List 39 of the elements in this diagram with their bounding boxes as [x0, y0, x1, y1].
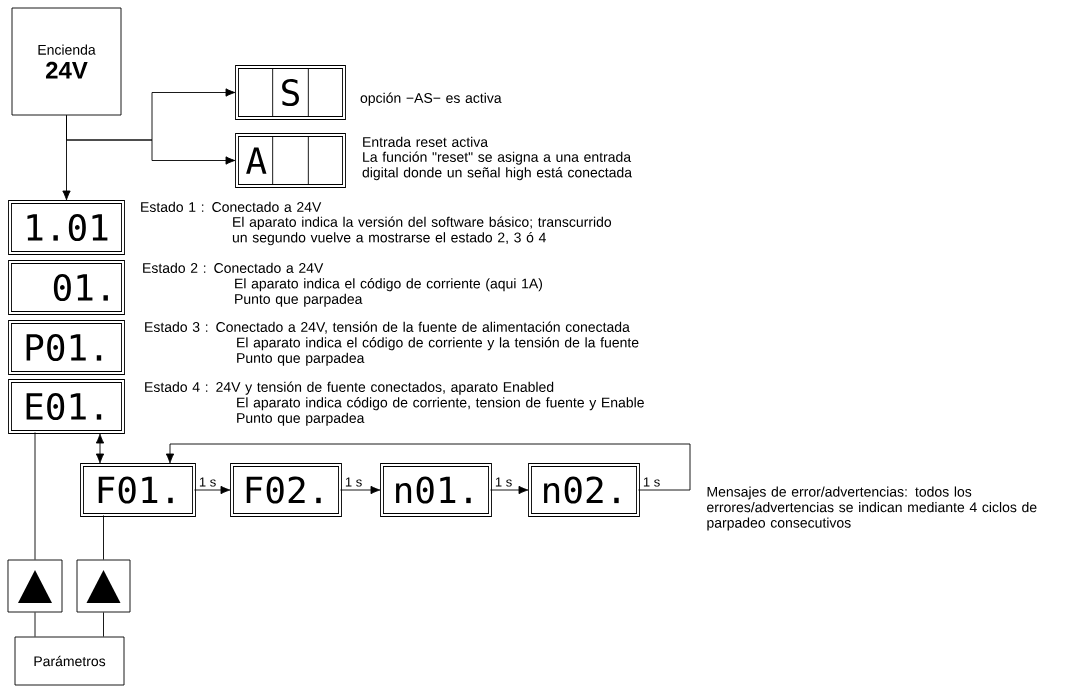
description-text: El aparato indica el código de corriente (aqui 1A): [235, 278, 542, 292]
description-text: Punto que parpadea: [237, 352, 365, 366]
up-button: [76, 559, 131, 613]
description-text: Estado 1 : Conectado a 24V: [141, 201, 322, 212]
arrow: [95, 433, 105, 464]
segment-display: 1.01: [8, 200, 125, 255]
edge-label: 1 s: [641, 476, 662, 488]
segment-display: 01.: [8, 260, 125, 315]
segment-display: F02.: [230, 463, 342, 517]
description-text: La función "reset" se asigna a una entrada digital donde un señal high está conectada: [362, 151, 633, 181]
segment-display: P01.: [8, 320, 125, 375]
segment-display: n01.: [380, 463, 492, 517]
note-text: Mensajes de error/advertencias: todos los errores/advertencias se indican mediante 4 ciclos de parpadeo consecutivos: [707, 486, 1037, 531]
segment-display: E01.: [8, 379, 125, 434]
description-text: Entrada reset activa: [363, 136, 489, 147]
description-text: Punto que parpadea: [235, 293, 363, 307]
edge-label: 1 s: [343, 476, 364, 488]
description-text: opción −AS− es activa: [360, 92, 502, 106]
up-button: [7, 559, 63, 613]
description-text: Estado 2 : Conectado a 24V: [143, 262, 324, 273]
arrow: [194, 485, 231, 495]
segment-display: n02.: [528, 463, 640, 517]
parameter-box: Parámetros: [14, 636, 125, 686]
edge-label: 1 s: [197, 476, 218, 488]
power-box: Encienda 24V: [11, 7, 122, 116]
description-text: Estado 3 : Conectado a 24V, tensión de la fuente de alimentación conectada: [145, 321, 630, 334]
arrow: [165, 443, 691, 491]
segment-display: F01.: [80, 463, 196, 517]
segment-display: A: [235, 133, 346, 188]
description-text: Estado 4 : 24V y tensión de fuente conectados, aparato Enabled: [145, 381, 554, 395]
description-text: El aparato indica el código de corriente y la tensión de la fuente: [237, 337, 639, 351]
description-text: El aparato indica la versión del software básico; transcurrido un segundo vuelve a mostrarse el estado 2, 3 ó 4: [232, 216, 612, 246]
edge-label: 1 s: [493, 476, 514, 488]
description-text: Punto que parpadea: [237, 412, 365, 426]
arrow: [62, 115, 71, 201]
arrow: [340, 485, 381, 495]
segment-display: S: [235, 65, 346, 120]
arrow: [490, 485, 529, 495]
description-text: El aparato indica código de corriente, tension de fuente y Enable: [237, 397, 644, 411]
